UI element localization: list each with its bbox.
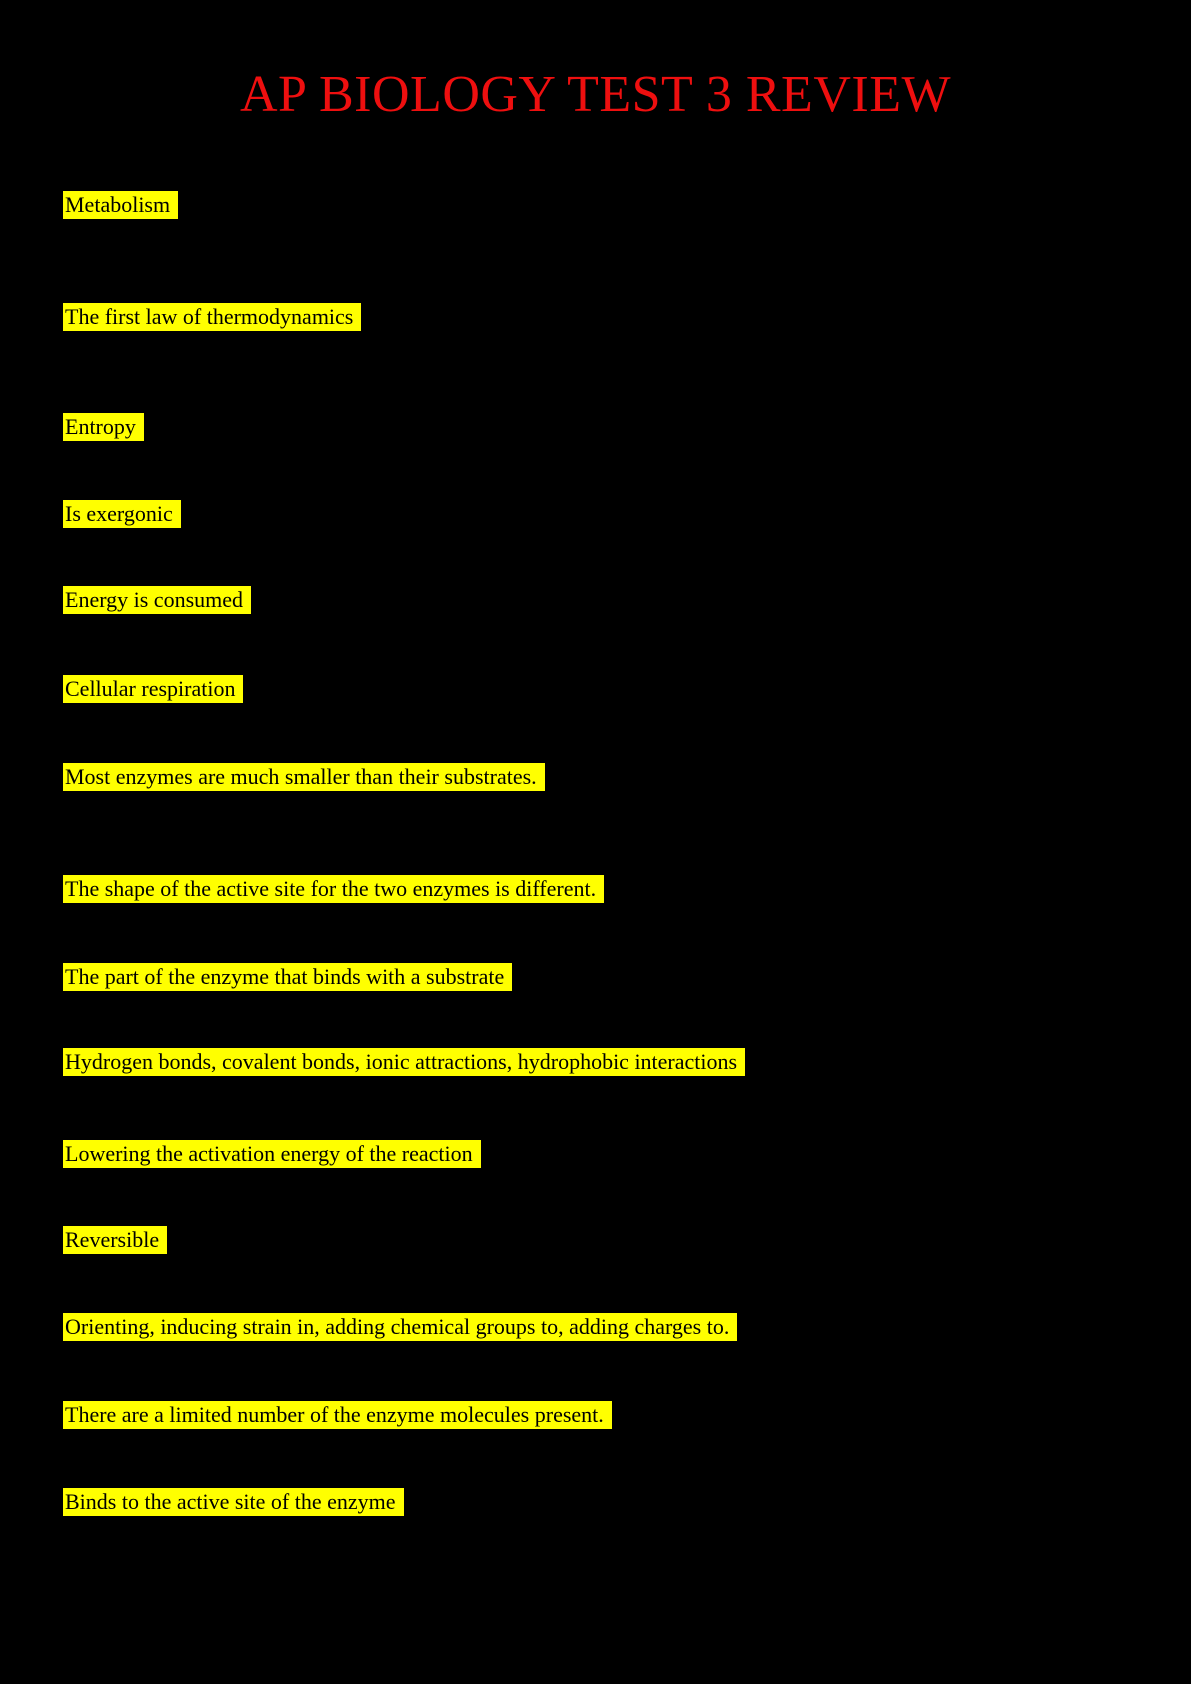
highlighted-answer: Binds to the active site of the enzyme xyxy=(63,1488,404,1516)
highlighted-answer: Most enzymes are much smaller than their… xyxy=(63,763,545,791)
highlighted-answer: Cellular respiration xyxy=(63,675,244,703)
highlighted-answer: Is exergonic xyxy=(63,500,181,528)
highlighted-answer: The first law of thermodynamics xyxy=(63,303,362,331)
highlighted-answer: The shape of the active site for the two… xyxy=(63,875,605,903)
highlighted-answer: Orienting, inducing strain in, adding ch… xyxy=(63,1313,738,1341)
highlighted-answer: Hydrogen bonds, covalent bonds, ionic at… xyxy=(63,1048,746,1076)
highlighted-answer: Reversible xyxy=(63,1226,168,1254)
highlighted-answer: Lowering the activation energy of the re… xyxy=(63,1140,481,1168)
highlighted-answer: The part of the enzyme that binds with a… xyxy=(63,963,513,991)
highlighted-answer: Energy is consumed xyxy=(63,586,252,614)
highlighted-answer: Metabolism xyxy=(63,191,179,219)
highlighted-answer: Entropy xyxy=(63,413,144,441)
document-title: AP BIOLOGY TEST 3 REVIEW xyxy=(239,66,952,123)
highlighted-answer: There are a limited number of the enzyme… xyxy=(63,1401,612,1429)
